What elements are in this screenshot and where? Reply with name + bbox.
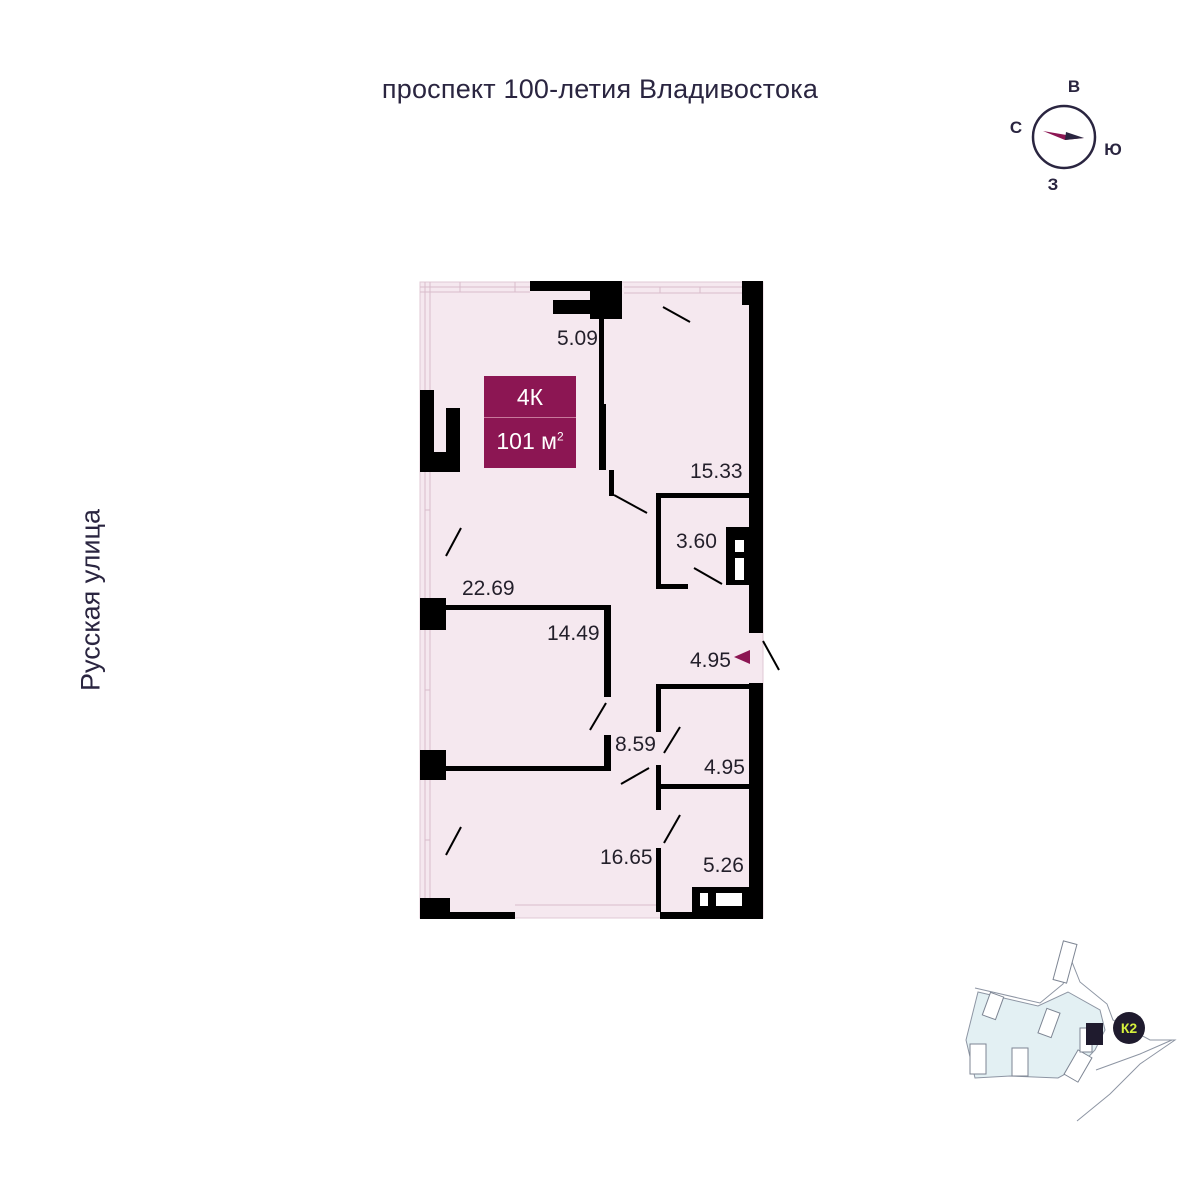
compass-west-label: З (1047, 175, 1059, 194)
floor-area (420, 282, 763, 918)
room-area-loggia: 5.09 (557, 327, 598, 350)
building-marker-k2: К2 (1113, 1012, 1145, 1044)
apartment-area-value: 101 м (496, 428, 557, 454)
site-plan-k2-building (1086, 1023, 1103, 1045)
room-area-bathroom-2: 5.26 (703, 854, 744, 877)
room-area-wardrobe: 3.60 (676, 530, 717, 553)
compass-south-label: Ю (1104, 140, 1122, 159)
apartment-type: 4К (516, 384, 544, 410)
room-area-hall: 4.95 (690, 649, 731, 672)
compass-north-label: С (1009, 118, 1023, 137)
room-area-corridor: 8.59 (615, 733, 656, 756)
apartment-area-unit-sup: 2 (556, 429, 564, 444)
compass-needle-south (1065, 132, 1084, 140)
room-area-bathroom: 4.95 (704, 756, 745, 779)
site-plan-road (974, 960, 1177, 1122)
room-area-living-kitchen: 22.69 (462, 577, 515, 600)
door-swings (445, 306, 780, 856)
walls (420, 281, 763, 919)
room-area-bedroom-middle: 14.49 (547, 622, 600, 645)
window-glazing (420, 282, 742, 906)
badge-divider (484, 417, 576, 418)
room-area-bedroom-right: 15.33 (690, 460, 743, 483)
entrance-arrow-icon (734, 650, 750, 664)
compass-east-label: В (1067, 77, 1081, 96)
apartment-total-area: 101 м2 (484, 428, 576, 455)
apartment-badge: 4К 101 м2 (484, 376, 576, 468)
room-area-bedroom-bottom: 16.65 (600, 846, 653, 869)
street-name-top: проспект 100-летия Владивостока (381, 74, 819, 104)
